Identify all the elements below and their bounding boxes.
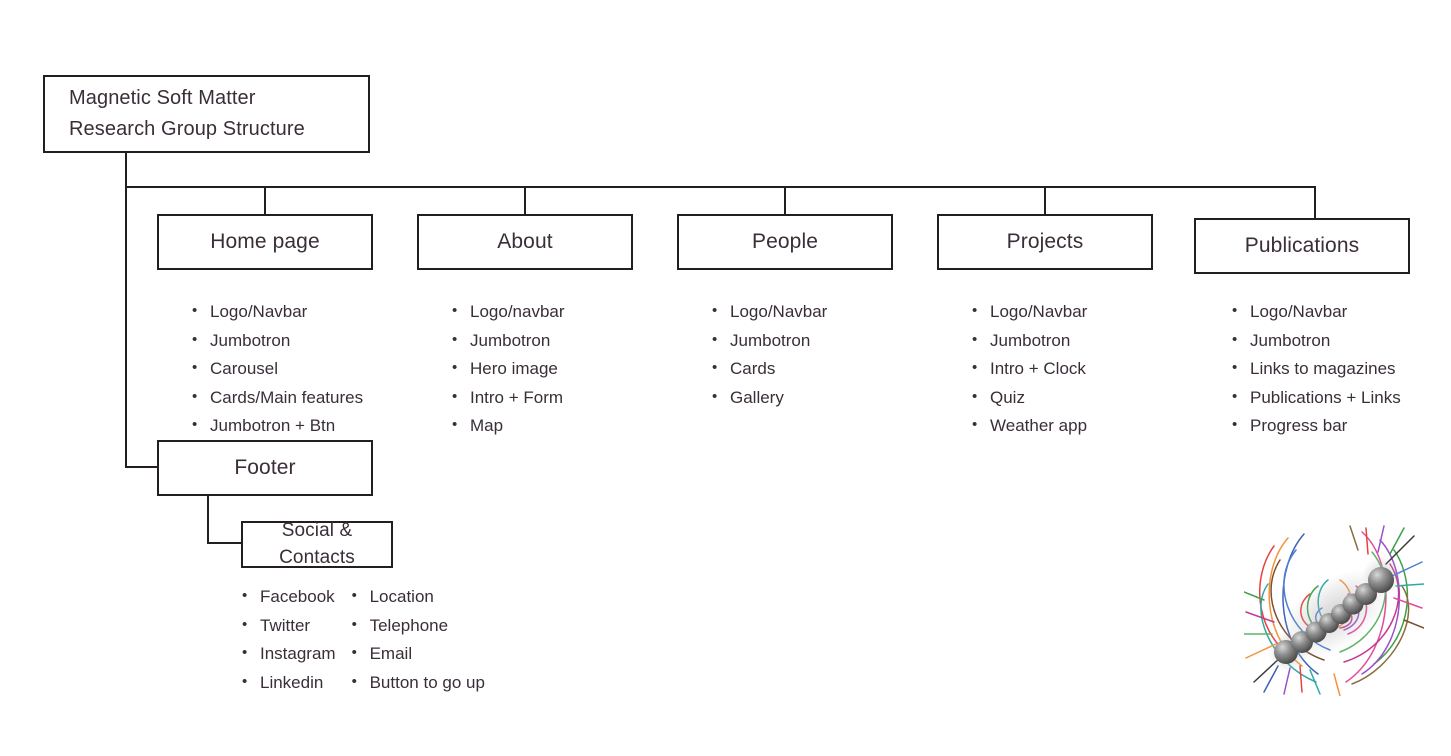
node-home-page[interactable]: Home page — [157, 214, 373, 270]
list-item: Jumbotron — [1230, 326, 1401, 356]
bullet-list-home-page: Logo/NavbarJumbotronCarouselCards/Main f… — [190, 297, 363, 441]
list-item: Telephone — [350, 611, 485, 641]
social-column-contacts: LocationTelephoneEmailButton to go up — [350, 582, 485, 698]
node-people[interactable]: People — [677, 214, 893, 270]
social-column-networks: FacebookTwitterInstagramLinkedin — [240, 582, 336, 698]
connector-drop-about — [524, 186, 526, 216]
node-root[interactable]: Magnetic Soft Matter Research Group Stru… — [43, 75, 370, 153]
bullet-list-publications: Logo/NavbarJumbotronLinks to magazinesPu… — [1230, 297, 1401, 441]
list-item: Logo/Navbar — [970, 297, 1087, 327]
node-social-contacts-label: Social & Contacts — [279, 519, 355, 568]
list-item: Gallery — [710, 383, 827, 413]
list-item: Location — [350, 582, 485, 612]
list-item: Cards — [710, 354, 827, 384]
connector-root-stem — [125, 153, 127, 188]
list-item: Jumbotron — [710, 326, 827, 356]
list-item: Intro + Clock — [970, 354, 1087, 384]
magnetic-particle-chain-icon — [1244, 524, 1424, 696]
node-publications[interactable]: Publications — [1194, 218, 1410, 274]
list-item: Links to magazines — [1230, 354, 1401, 384]
connector-drop-publications — [1314, 186, 1316, 220]
list-item: Quiz — [970, 383, 1087, 413]
node-home-page-label: Home page — [210, 230, 320, 254]
list-item: Publications + Links — [1230, 383, 1401, 413]
list-item: Logo/Navbar — [190, 297, 363, 327]
list-item: Linkedin — [240, 668, 336, 698]
list-item: Map — [450, 411, 565, 441]
node-footer[interactable]: Footer — [157, 440, 373, 496]
connector-footer-entry — [125, 466, 159, 468]
list-item: Facebook — [240, 582, 336, 612]
bullet-list-people: Logo/NavbarJumbotronCardsGallery — [710, 297, 827, 413]
connector-social-entry — [207, 542, 243, 544]
list-item: Jumbotron — [190, 326, 363, 356]
list-item: Logo/Navbar — [1230, 297, 1401, 327]
bullet-list-about: Logo/navbarJumbotronHero imageIntro + Fo… — [450, 297, 565, 441]
connector-main-bus — [125, 186, 1316, 188]
node-about-label: About — [497, 230, 553, 254]
connector-drop-home — [264, 186, 266, 216]
list-item: Jumbotron — [970, 326, 1087, 356]
list-item: Logo/navbar — [450, 297, 565, 327]
list-item: Cards/Main features — [190, 383, 363, 413]
list-item: Progress bar — [1230, 411, 1401, 441]
list-item: Instagram — [240, 639, 336, 669]
node-about[interactable]: About — [417, 214, 633, 270]
bullet-list-projects: Logo/NavbarJumbotronIntro + ClockQuizWea… — [970, 297, 1087, 441]
list-item: Weather app — [970, 411, 1087, 441]
list-item: Logo/Navbar — [710, 297, 827, 327]
connector-drop-projects — [1044, 186, 1046, 216]
list-item: Jumbotron + Btn — [190, 411, 363, 441]
node-projects[interactable]: Projects — [937, 214, 1153, 270]
connector-drop-people — [784, 186, 786, 216]
connector-footer-to-social — [207, 496, 209, 544]
bullet-list-social-contacts: FacebookTwitterInstagramLinkedin Locatio… — [240, 582, 485, 698]
list-item: Email — [350, 639, 485, 669]
node-people-label: People — [752, 230, 818, 254]
node-publications-label: Publications — [1244, 234, 1360, 258]
list-item: Carousel — [190, 354, 363, 384]
list-item: Twitter — [240, 611, 336, 641]
list-item: Hero image — [450, 354, 565, 384]
list-item: Button to go up — [350, 668, 485, 698]
node-footer-label: Footer — [234, 456, 296, 480]
node-social-contacts[interactable]: Social & Contacts — [241, 520, 393, 568]
node-projects-label: Projects — [1006, 230, 1084, 254]
connector-spine-footer — [125, 186, 127, 468]
list-item: Jumbotron — [450, 326, 565, 356]
node-root-label: Magnetic Soft Matter Research Group Stru… — [69, 87, 305, 140]
list-item: Intro + Form — [450, 383, 565, 413]
